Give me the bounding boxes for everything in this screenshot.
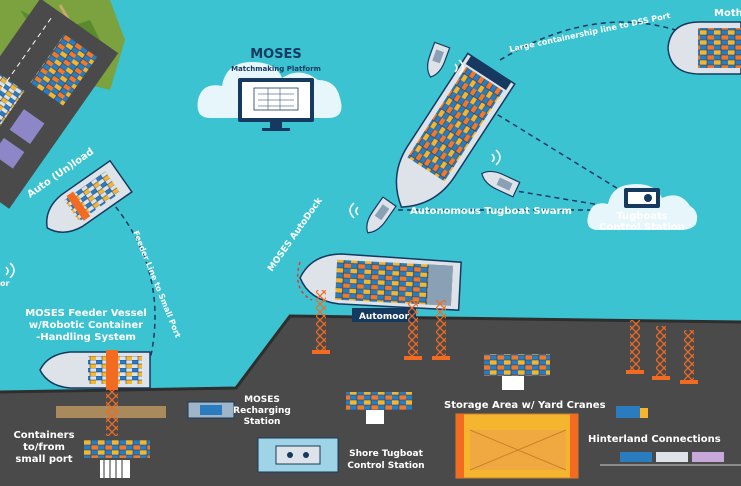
recharging-station <box>187 401 235 419</box>
tugboat-1 <box>427 41 451 78</box>
recharging-label-1: MOSES <box>244 395 280 405</box>
docked-ship <box>299 253 462 311</box>
feeder-vessel-label-1: MOSES Feeder Vessel <box>25 308 147 319</box>
feeder-vessel <box>39 350 151 390</box>
recharging-label-2: Recharging <box>233 406 291 416</box>
tugboat-3 <box>366 196 397 234</box>
large-line-label: Large containership line to DSS Port <box>509 11 672 54</box>
train-icon <box>600 452 741 466</box>
left-edge-fragment: or <box>0 279 9 288</box>
storage-area <box>455 413 579 479</box>
mothership-label: Moth <box>714 8 741 19</box>
containers-label-3: small port <box>15 454 72 465</box>
shore-tug-label-1: Shore Tugboat <box>349 449 423 459</box>
moses-logo: MOSES <box>250 47 302 62</box>
mothership: Moth <box>667 8 741 75</box>
matchmaking-cloud: MOSES Matchmaking Platform <box>197 47 342 131</box>
autonomous-tugboat-swarm-label: Autonomous Tugboat Swarm <box>410 206 572 217</box>
tugboats-control-label-1: Tugboats <box>616 211 668 222</box>
wifi-icon <box>5 59 501 279</box>
island-pier <box>0 0 119 209</box>
large-containership <box>395 52 516 208</box>
containers-label-1: Containers <box>13 430 74 441</box>
shore-tug-label-2: Control Station <box>347 461 424 471</box>
tugboats-control-cloud: Tugboats Control Station <box>587 184 698 233</box>
hinterland-label: Hinterland Connections <box>588 434 721 445</box>
tugboat-2 <box>481 170 521 198</box>
feeder-vessel-label-2: w/Robotic Container <box>29 320 143 331</box>
truck-icon <box>616 406 648 418</box>
yard-stack-1 <box>484 354 550 376</box>
auto-unload-vessel <box>45 159 133 233</box>
yard-stack-2 <box>346 392 412 410</box>
monitor-icon <box>238 78 314 131</box>
tugboats-control-label-2: Control Station <box>599 222 685 233</box>
automoor-bar <box>352 308 416 322</box>
matchmaking-platform-label: Matchmaking Platform <box>231 65 321 73</box>
automoor-label: Automoor <box>359 312 410 322</box>
shore-tug-station <box>257 437 339 473</box>
yard-stack-3 <box>84 440 150 458</box>
containers-label-2: to/from <box>23 442 65 453</box>
crane-icon <box>312 290 698 384</box>
recharging-label-3: Station <box>244 417 281 427</box>
storage-area-label: Storage Area w/ Yard Cranes <box>444 400 606 411</box>
connection-lines <box>109 21 691 361</box>
feeder-vessel-label-3: -Handling System <box>36 332 136 343</box>
